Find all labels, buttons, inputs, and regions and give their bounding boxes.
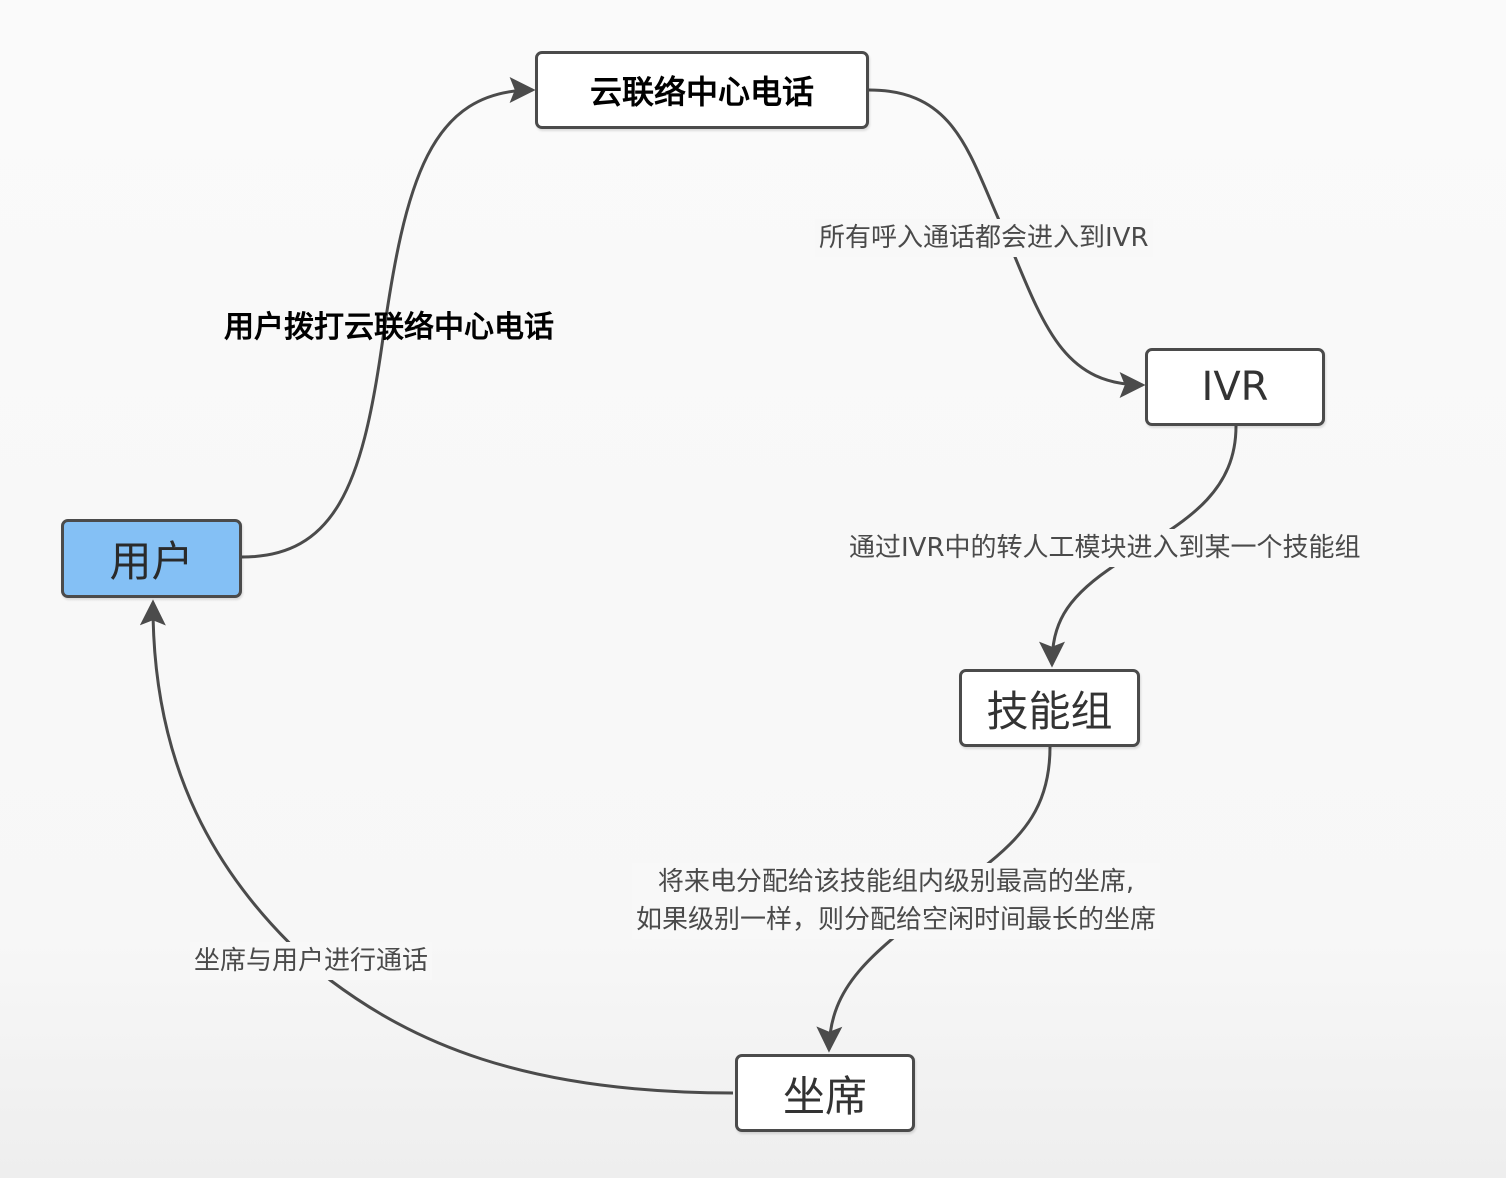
edge-agent-to-user — [139, 599, 734, 1095]
node-skill-group-label: 技能组 — [986, 686, 1113, 736]
node-agent-label: 坐席 — [782, 1071, 867, 1121]
edge-label-agent-to-user: 坐席与用户进行通话 — [190, 942, 433, 980]
node-ivr: IVR — [1145, 348, 1325, 426]
node-cloud-contact-center-label: 云联络中心电话 — [589, 73, 814, 111]
node-ivr-label: IVR — [1201, 364, 1269, 410]
edge-user-to-cloud — [241, 77, 536, 559]
edge-label-skill-to-agent-line1: 将来电分配给该技能组内级别最高的坐席, — [657, 867, 1135, 897]
node-agent: 坐席 — [735, 1054, 915, 1132]
edge-label-user-to-cloud: 用户拨打云联络中心电话 — [224, 310, 554, 345]
edge-label-cloud-to-ivr: 所有呼入通话都会进入到IVR — [815, 219, 1153, 257]
node-cloud-contact-center: 云联络中心电话 — [535, 51, 869, 129]
edge-label-ivr-to-skill: 通过IVR中的转人工模块进入到某一个技能组 — [845, 529, 1365, 567]
node-skill-group: 技能组 — [959, 669, 1140, 747]
edge-label-skill-to-agent: 将来电分配给该技能组内级别最高的坐席, 如果级别一样，则分配给空闲时间最长的坐席 — [632, 863, 1161, 939]
node-user-label: 用户 — [109, 537, 194, 586]
edge-label-skill-to-agent-line2: 如果级别一样，则分配给空闲时间最长的坐席 — [636, 905, 1157, 935]
node-user: 用户 — [61, 519, 242, 598]
